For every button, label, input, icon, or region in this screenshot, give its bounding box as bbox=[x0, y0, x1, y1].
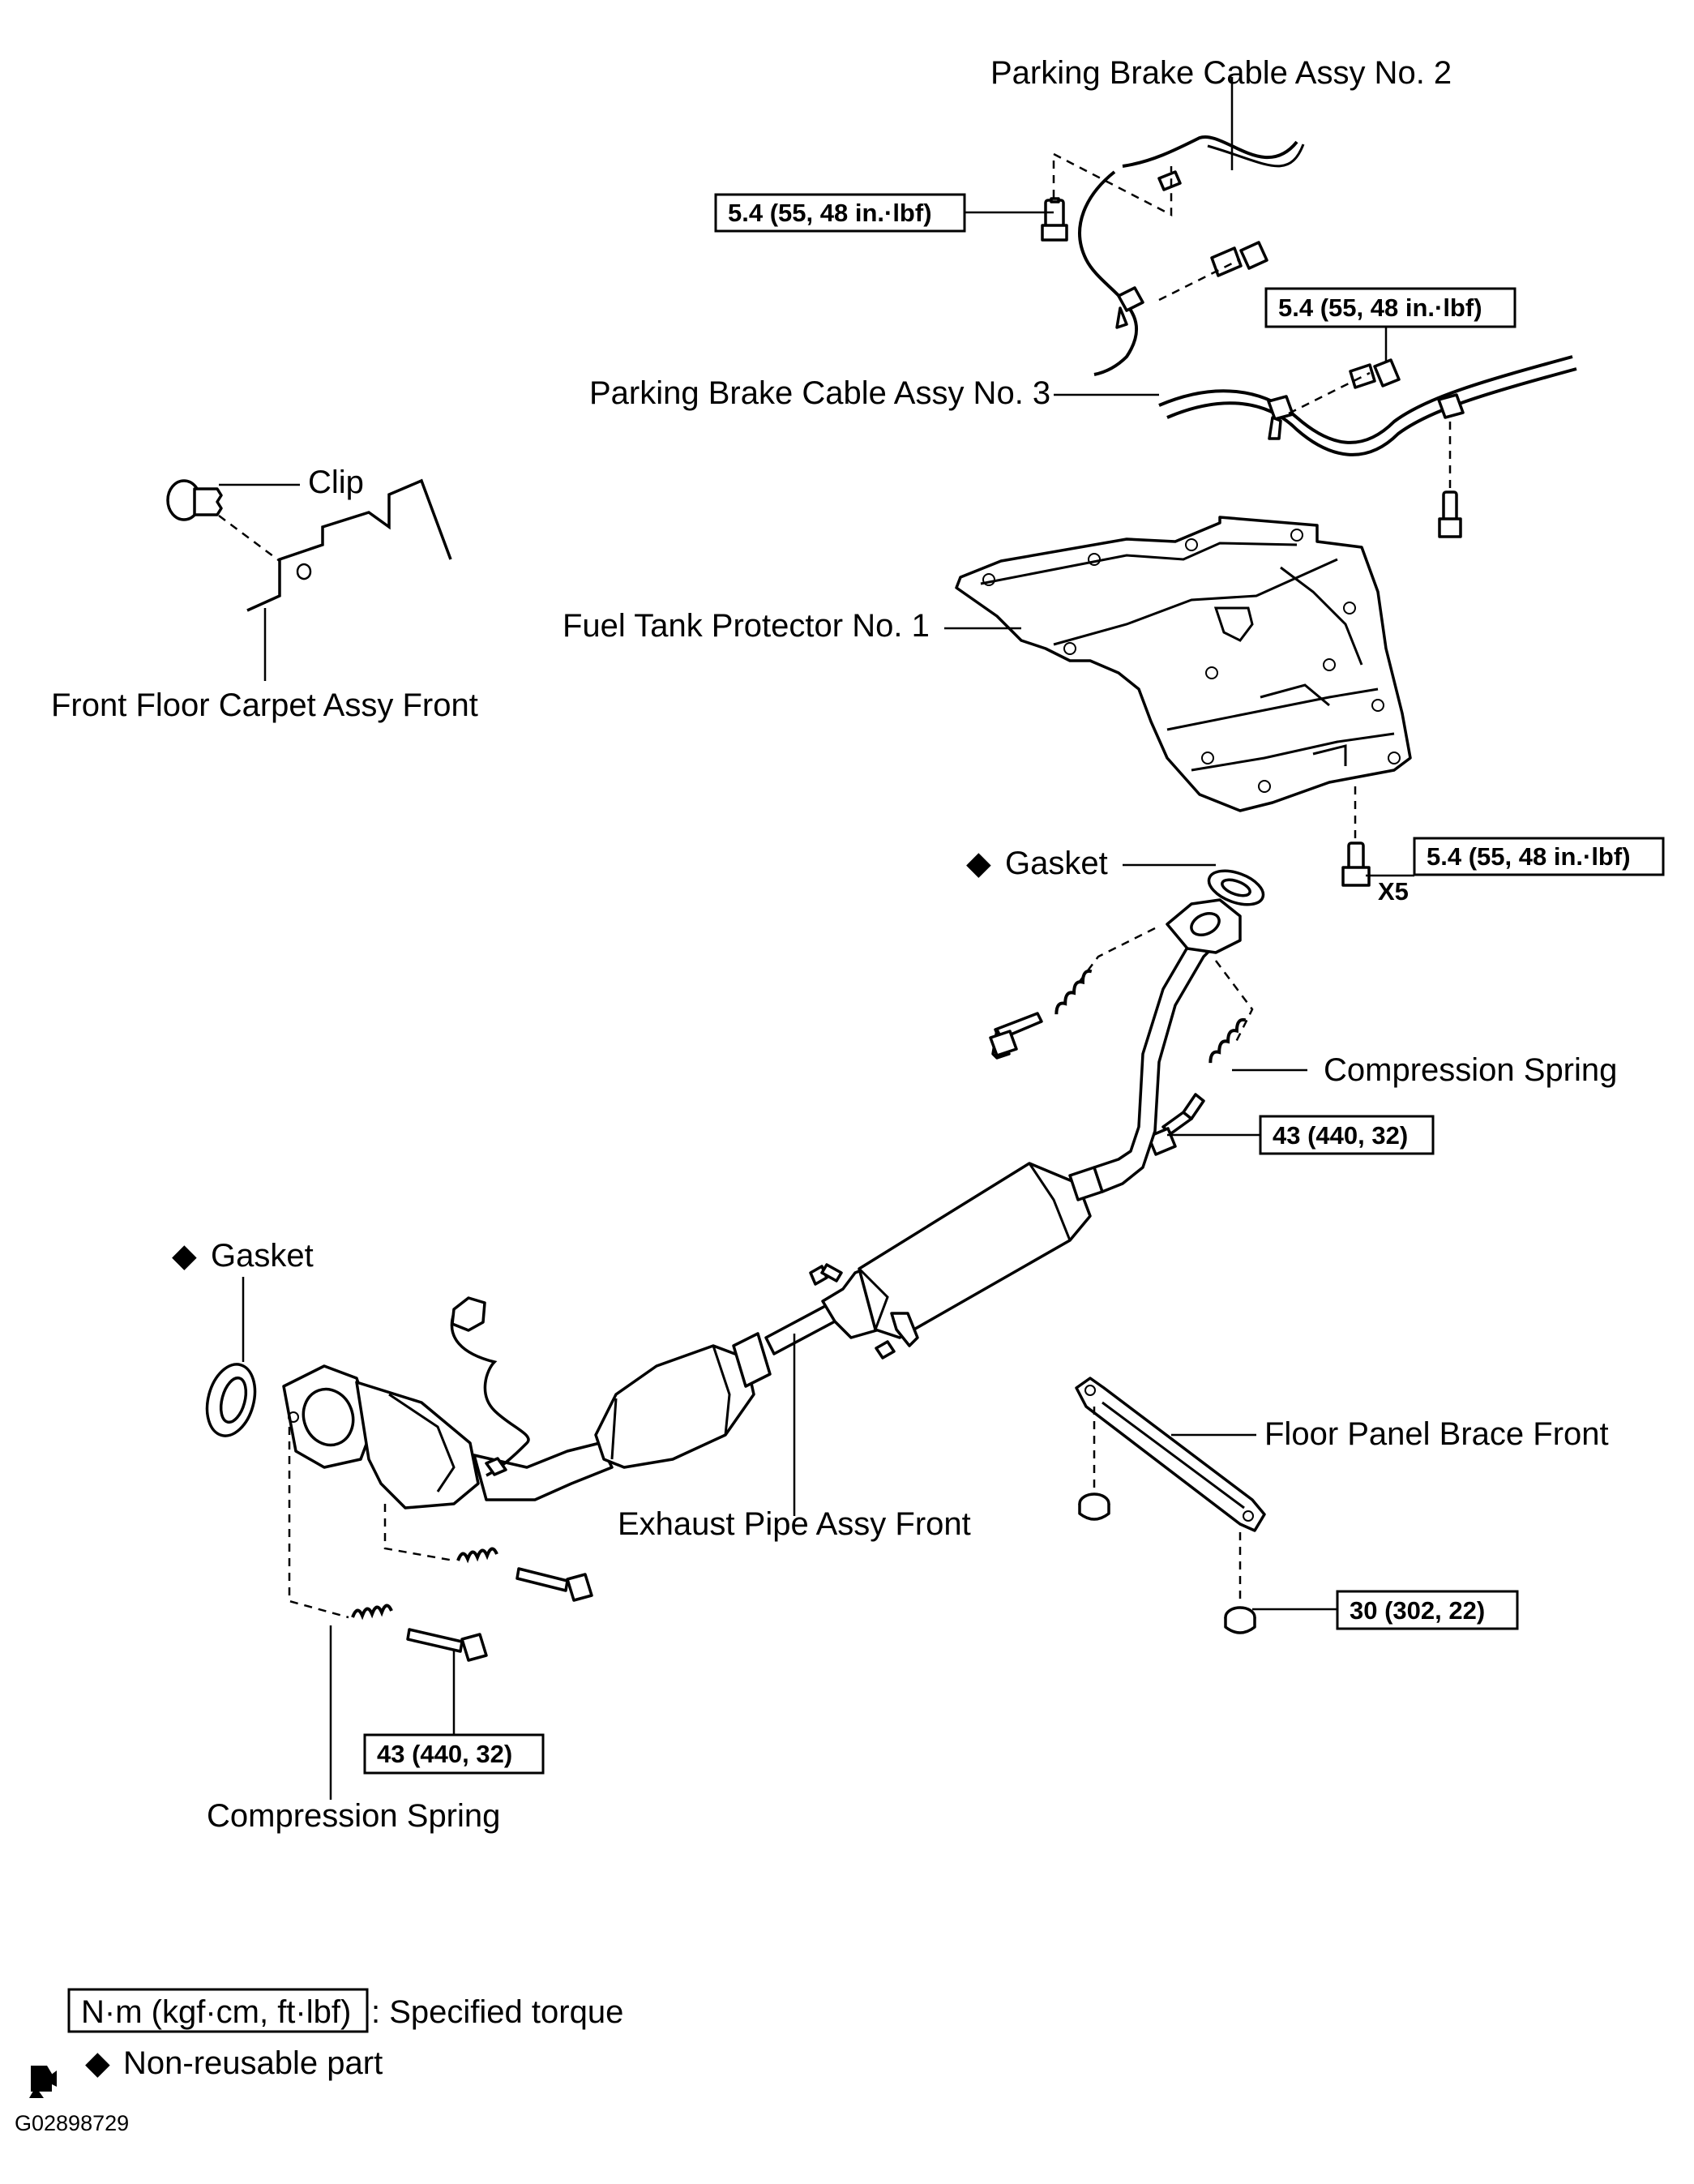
label-front-floor-carpet: Front Floor Carpet Assy Front bbox=[51, 687, 478, 723]
parking-brake-cable-no2 bbox=[1078, 135, 1305, 376]
brace-nut-1 bbox=[1078, 1492, 1110, 1521]
label-parking-brake-cable-no3: Parking Brake Cable Assy No. 3 bbox=[589, 375, 1050, 411]
exhaust-pipe-assy bbox=[282, 898, 1242, 1510]
svg-text:5.4 (55, 48 in.·lbf): 5.4 (55, 48 in.·lbf) bbox=[1427, 842, 1631, 871]
torque-box-cable-no2: 5.4 (55, 48 in.·lbf) bbox=[714, 193, 966, 233]
label-exhaust-pipe: Exhaust Pipe Assy Front bbox=[618, 1506, 971, 1542]
svg-text:43 (440, 32): 43 (440, 32) bbox=[1273, 1121, 1408, 1150]
parking-brake-cable-no3 bbox=[1158, 355, 1577, 456]
bolt-lower-2 bbox=[406, 1628, 488, 1662]
legend-non-reusable-text: Non-reusable part bbox=[123, 2045, 383, 2081]
label-compression-spring-right: Compression Spring bbox=[1324, 1052, 1617, 1088]
svg-text:5.4 (55, 48 in.·lbf): 5.4 (55, 48 in.·lbf) bbox=[1278, 293, 1482, 322]
diamond-icon: ◆ bbox=[172, 1238, 197, 1274]
label-gasket-front: Gasket bbox=[211, 1238, 314, 1274]
cable-bolt-4 bbox=[1438, 490, 1462, 538]
legend-specified-torque-text: : Specified torque bbox=[371, 1994, 623, 2030]
svg-text:30 (302, 22): 30 (302, 22) bbox=[1350, 1596, 1485, 1625]
svg-text:43 (440, 32): 43 (440, 32) bbox=[377, 1740, 512, 1768]
label-parking-brake-cable-no2: Parking Brake Cable Assy No. 2 bbox=[990, 55, 1452, 91]
label-fuel-tank-protector: Fuel Tank Protector No. 1 bbox=[563, 608, 930, 644]
gasket-front-part bbox=[205, 1363, 257, 1437]
label-compression-spring-bottom: Compression Spring bbox=[207, 1798, 500, 1834]
cable-bolt-2 bbox=[1210, 241, 1268, 277]
legend-unit-box: N·m (kgf·cm, ft·lbf) bbox=[81, 1994, 351, 2030]
svg-text:5.4 (55, 48 in.·lbf): 5.4 (55, 48 in.·lbf) bbox=[728, 199, 932, 227]
label-floor-panel-brace: Floor Panel Brace Front bbox=[1264, 1416, 1609, 1452]
torque-box-protector: 5.4 (55, 48 in.·lbf) bbox=[1413, 837, 1665, 876]
torque-box-brace: 30 (302, 22) bbox=[1336, 1590, 1519, 1630]
legend-specified-torque: N·m (kgf·cm, ft·lbf) : Specified torque bbox=[67, 1988, 623, 2033]
fuel-tank-protector-part bbox=[955, 516, 1412, 812]
gasket-rear-part bbox=[1207, 869, 1265, 906]
torque-box-exhaust-upper: 43 (440, 32) bbox=[1259, 1115, 1435, 1155]
legend-non-reusable: ◆ Non-reusable part bbox=[29, 2045, 383, 2098]
diamond-icon: ◆ bbox=[966, 846, 991, 881]
bolt-upper-left bbox=[989, 1012, 1043, 1060]
bolt-lower-1 bbox=[515, 1567, 593, 1602]
cable-bolt-3 bbox=[1349, 358, 1401, 389]
label-gasket-rear: Gasket bbox=[1005, 846, 1108, 881]
cable-bolt-1 bbox=[1041, 197, 1068, 242]
floor-panel-brace-part bbox=[1075, 1377, 1266, 1532]
non-reusable-symbol-icon bbox=[29, 2066, 57, 2098]
spring-lower-2 bbox=[351, 1604, 393, 1621]
torque-box-exhaust-lower: 43 (440, 32) bbox=[363, 1733, 545, 1775]
torque-box-cable-no3: 5.4 (55, 48 in.·lbf) bbox=[1264, 287, 1516, 328]
spring-upper-right bbox=[1208, 1017, 1247, 1064]
spring-lower-1 bbox=[456, 1547, 498, 1564]
diamond-icon: ◆ bbox=[85, 2045, 110, 2081]
spring-upper-left bbox=[1054, 969, 1093, 1015]
label-x5: X5 bbox=[1378, 877, 1409, 906]
clip-part bbox=[166, 479, 223, 521]
label-clip: Clip bbox=[308, 465, 364, 500]
figure-id: G02898729 bbox=[15, 2111, 129, 2135]
brace-nut-2 bbox=[1224, 1606, 1256, 1634]
protector-bolt bbox=[1341, 841, 1371, 887]
front-floor-carpet-edge bbox=[246, 478, 452, 612]
